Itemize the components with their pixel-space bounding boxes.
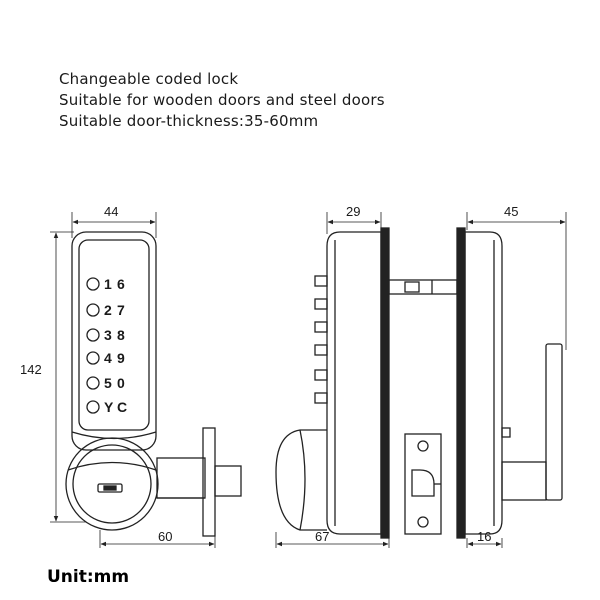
dim-front-height: 142: [20, 362, 42, 377]
key-label: 5: [104, 375, 112, 391]
unit-label: Unit:mm: [47, 567, 130, 587]
key-label: 8: [117, 327, 125, 343]
dim-side-total: 67: [315, 529, 329, 544]
dim-side-depth-inner: 29: [346, 204, 360, 219]
dim-handle-offset: 16: [477, 529, 491, 544]
dim-front-width: 44: [104, 204, 118, 219]
key-label: 4: [104, 350, 112, 366]
spec-line-1: Changeable coded lock: [59, 70, 239, 88]
key-label: 1: [104, 276, 112, 292]
side-view: [275, 212, 567, 548]
key-circle-3: [86, 328, 100, 342]
spec-line-2: Suitable for wooden doors and steel door…: [59, 91, 385, 109]
key-circle-2: [86, 303, 100, 317]
key-label: 0: [117, 375, 125, 391]
key-circle-5: [86, 376, 100, 390]
key-circle-y: [86, 400, 100, 414]
key-label: 7: [117, 302, 125, 318]
key-label: 2: [104, 302, 112, 318]
key-circle-1: [86, 277, 100, 291]
key-label: 6: [117, 276, 125, 292]
dim-side-depth-outer: 45: [504, 204, 518, 219]
key-label: 9: [117, 350, 125, 366]
key-label: C: [117, 399, 127, 415]
spec-line-3: Suitable door-thickness:35-60mm: [59, 112, 319, 130]
key-label: Y: [104, 399, 114, 415]
dim-handle-length: 60: [158, 529, 172, 544]
key-label: 3: [104, 327, 112, 343]
key-circle-4: [86, 351, 100, 365]
front-view: [50, 212, 242, 548]
keypad: 1 2 3 4 5 Y 6 7 8 9 0 C: [86, 276, 127, 415]
